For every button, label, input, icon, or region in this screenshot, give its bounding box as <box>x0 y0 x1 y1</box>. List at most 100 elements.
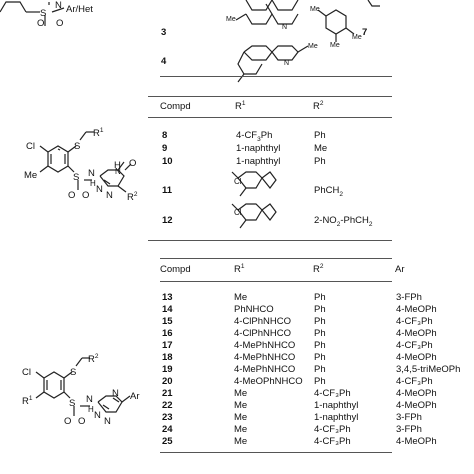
t3-ar: 4-CF₃Ph <box>396 376 433 387</box>
table2-row-8-compd: 8 <box>162 130 168 141</box>
table2-header-r1: R1 <box>235 99 246 112</box>
t3-r1: Me <box>234 292 248 303</box>
t3-r1: 4-MePhNHCO <box>234 340 296 351</box>
t3-r2: 1-naphthyl <box>314 412 359 423</box>
t3-struct-cl: Cl <box>22 367 31 378</box>
table2-row-8-r2: Ph <box>314 130 326 141</box>
table3-header-ar: Ar <box>395 264 405 275</box>
table3-header-rule <box>160 281 392 282</box>
t3-compd: 19 <box>162 364 173 375</box>
table3-top-rule <box>160 258 392 259</box>
t2-struct-s: S <box>74 141 81 152</box>
t3-struct-nh-h: H <box>88 405 94 414</box>
t3-compd: 25 <box>162 436 173 447</box>
table2-row-10-r2: Ph <box>314 156 326 167</box>
t3-r2: Ph <box>314 316 326 327</box>
compd-7-me-3: Me <box>330 42 340 49</box>
table2-row-10-r1: 1-naphthyl <box>236 156 281 167</box>
t3-compd: 15 <box>162 316 173 327</box>
t3-ar: 3-FPh <box>396 412 422 423</box>
t2-struct-ring-n3: N <box>106 190 113 201</box>
t3-ar: 4-MeOPh <box>396 352 437 363</box>
t2-struct-nh-n: N <box>88 168 95 179</box>
compd-4-n: N <box>284 60 290 67</box>
t3-ar: 4-MeOPh <box>396 328 437 339</box>
t2-struct-so2-s: S <box>73 172 80 183</box>
t3-compd: 24 <box>162 424 173 435</box>
t3-r1: 4-ClPhNHCO <box>234 316 292 327</box>
table3-header-r2: R2 <box>313 262 324 275</box>
t3-struct-ring-n2: N <box>94 410 101 421</box>
t3-r1: Me <box>234 436 248 447</box>
compd-3-n: N <box>282 24 288 31</box>
top-ar-het-label: Ar/Het <box>66 4 93 15</box>
t3-r2: Ph <box>314 340 326 351</box>
top-o2-label: O <box>56 18 64 29</box>
t3-struct-r2: R2 <box>88 352 99 365</box>
t3-r2: 1-naphthyl <box>314 400 359 411</box>
t3-ar: 4-MeOPh <box>396 304 437 315</box>
table2-row-12-compd: 12 <box>162 215 173 226</box>
t2-struct-me: Me <box>24 170 38 181</box>
t2-struct-cl: Cl <box>26 141 35 152</box>
t3-r1: Me <box>234 412 248 423</box>
t3-struct-ring-n1: N <box>112 388 119 399</box>
t3-struct-r1: R1 <box>22 394 33 407</box>
table2-header-r2: R2 <box>313 99 324 112</box>
t3-r2: Ph <box>314 292 326 303</box>
top-s-label: S <box>40 8 47 19</box>
compd-7-me-1: Me <box>310 6 320 13</box>
t3-r2: 4-CF₃Ph <box>314 436 351 447</box>
t3-ar: 3-FPh <box>396 424 422 435</box>
t2-struct-ring-n2: N <box>96 184 103 195</box>
t2-struct-ring-n1: N <box>115 167 121 176</box>
t3-compd: 16 <box>162 328 173 339</box>
t3-struct-o1: O <box>64 416 72 427</box>
t3-r2: Ph <box>314 376 326 387</box>
t3-compd: 17 <box>162 340 173 351</box>
t3-compd: 22 <box>162 400 173 411</box>
t3-ar: 4-CF₃Ph <box>396 316 433 327</box>
t3-compd: 14 <box>162 304 173 315</box>
table2-row-12-cl: Cl <box>234 208 242 217</box>
compd-3-me: Me <box>226 16 236 23</box>
t3-struct-s: S <box>70 367 77 378</box>
t3-struct-o2: O <box>78 416 86 427</box>
t3-struct-ar: Ar <box>130 391 140 402</box>
top-bottom-rule <box>160 76 392 77</box>
t3-compd: 13 <box>162 292 173 303</box>
t2-struct-ring-h: H <box>114 160 121 171</box>
table2-row-8-r1: 4-CF3Ph <box>236 130 273 143</box>
t3-ar: 4-CF₃Ph <box>396 340 433 351</box>
t3-struct-nh-n: N <box>86 394 93 405</box>
t3-r2: Ph <box>314 304 326 315</box>
t3-compd: 20 <box>162 376 173 387</box>
t3-r2: Ph <box>314 352 326 363</box>
table2-bottom-rule <box>148 240 392 241</box>
t3-ar: 3-FPh <box>396 292 422 303</box>
t3-struct-ring-n3: N <box>104 416 111 427</box>
table2-header-compd: Compd <box>160 101 191 112</box>
t3-r2: 4-CF₃Ph <box>314 424 351 435</box>
t3-r1: PhNHCO <box>234 304 274 315</box>
compd-4-id: 4 <box>161 56 167 67</box>
table2-row-10-compd: 10 <box>162 156 173 167</box>
t3-r1: 4-MePhNHCO <box>234 352 296 363</box>
table2-row-11-cl: Cl <box>234 177 242 186</box>
table3-header-r1: R1 <box>234 262 245 275</box>
t3-ar: 3,4,5-triMeOPh <box>396 364 461 375</box>
compd-7-id: 7 <box>362 27 368 38</box>
table2-row-9-r2: Me <box>314 143 328 154</box>
table2-top-rule <box>148 96 392 97</box>
t3-struct-so2-s: S <box>69 398 76 409</box>
t3-compd: 21 <box>162 388 173 399</box>
t3-ar: 4-MeOPh <box>396 400 437 411</box>
table2-row-9-compd: 9 <box>162 143 168 154</box>
t3-r1: Me <box>234 400 248 411</box>
t3-r1: Me <box>234 388 248 399</box>
t3-compd: 18 <box>162 352 173 363</box>
table2-header-rule <box>148 117 392 118</box>
t2-struct-o2: O <box>82 190 90 201</box>
t3-r1: Me <box>234 424 248 435</box>
